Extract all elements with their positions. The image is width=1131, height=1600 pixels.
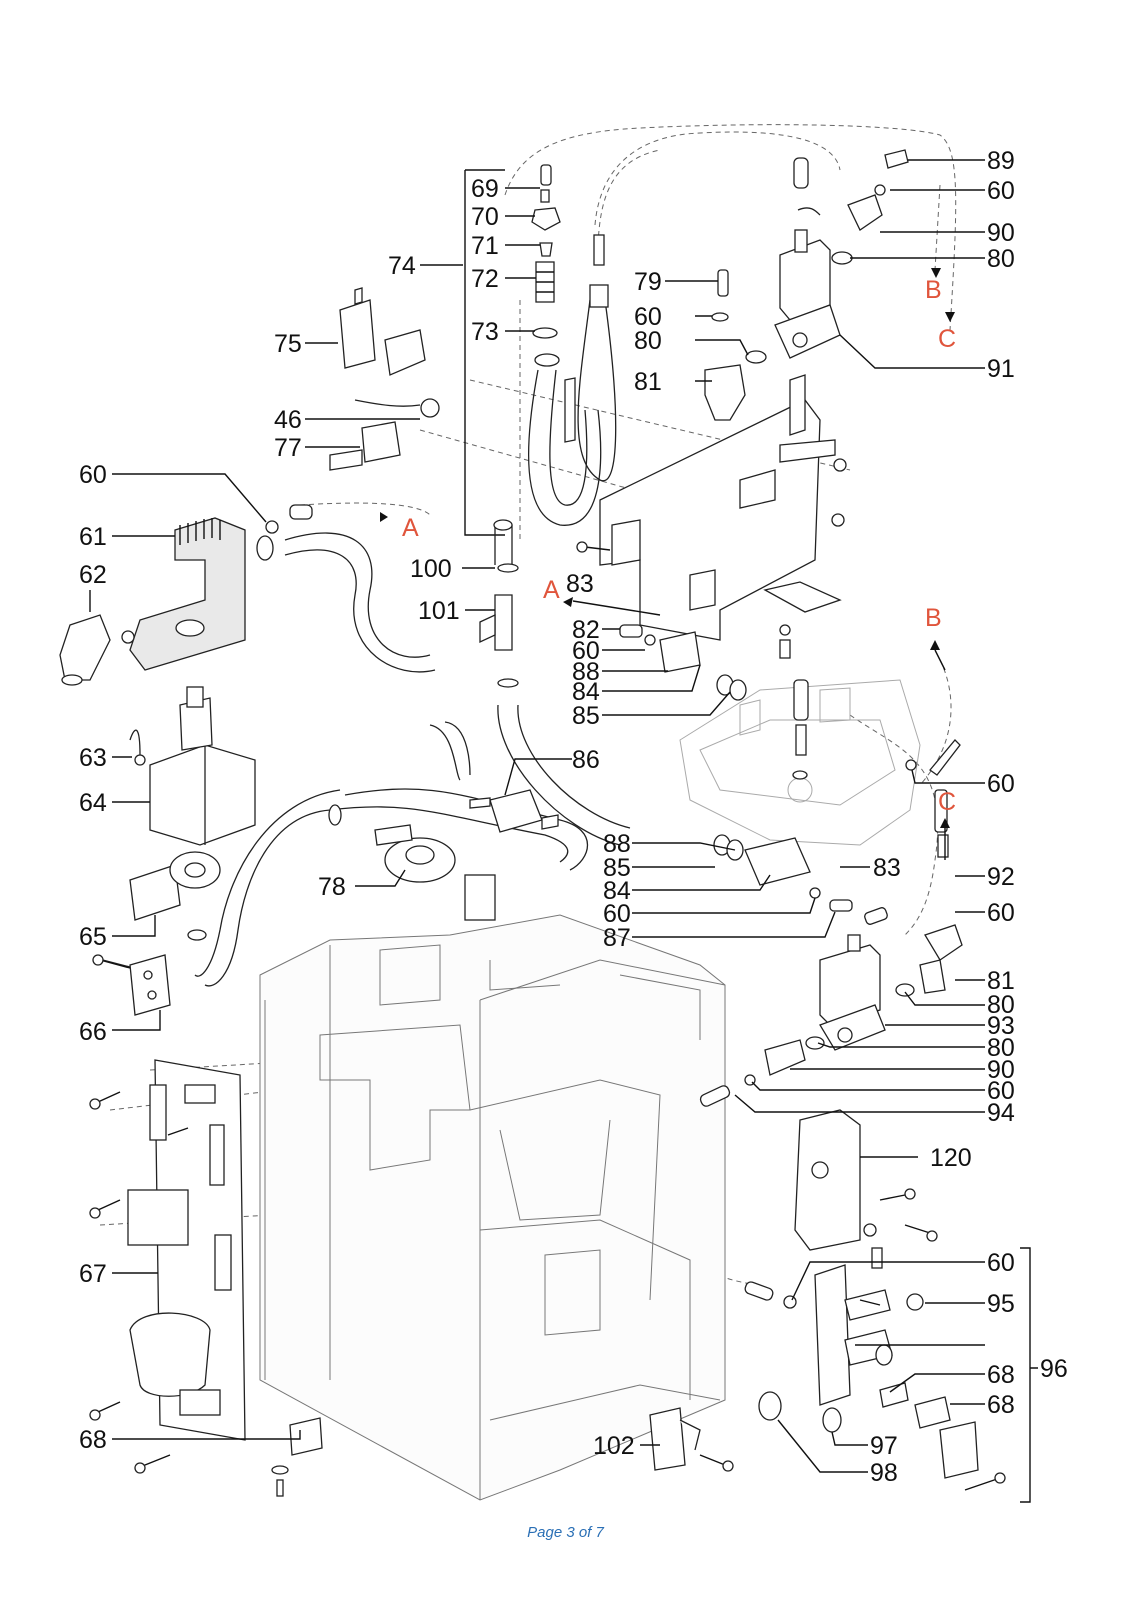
callout-87: 87	[603, 924, 631, 952]
callout-60-bottom: 60	[987, 1249, 1015, 1277]
callout-80-lower-a: 80	[987, 991, 1015, 1019]
callout-60-right-mid: 60	[987, 899, 1015, 927]
upper-small-parts	[329, 269, 767, 471]
leader-lines	[89, 159, 1038, 1503]
mid-connectors	[619, 624, 961, 925]
callout-60-mid-right: 60	[987, 770, 1015, 798]
callout-70: 70	[471, 203, 499, 231]
callout-101: 101	[418, 597, 460, 625]
machine-housing	[259, 914, 726, 1501]
callout-93: 93	[987, 1012, 1015, 1040]
bottom-parts	[271, 874, 701, 1497]
callout-100: 100	[410, 555, 452, 583]
callout-84-lower: 84	[603, 877, 631, 905]
callout-68-right-b: 68	[987, 1391, 1015, 1419]
callout-78: 78	[318, 873, 346, 901]
flowmeter-and-filter	[374, 789, 559, 883]
callout-88-upper: 88	[572, 658, 600, 686]
upper-solenoid-valve	[774, 149, 909, 359]
callout-65: 65	[79, 923, 107, 951]
pump-bracket	[59, 504, 313, 686]
valve-group	[744, 1264, 979, 1479]
callout-81-upper: 81	[634, 368, 662, 396]
callout-120: 120	[930, 1144, 972, 1172]
callout-72: 72	[471, 265, 499, 293]
callout-88-lower: 88	[603, 830, 631, 858]
callout-75: 75	[274, 330, 302, 358]
callout-46: 46	[274, 406, 302, 434]
callout-60-top: 60	[987, 177, 1015, 205]
callout-60-left: 60	[79, 461, 107, 489]
callout-91: 91	[987, 355, 1015, 383]
callout-89: 89	[987, 147, 1015, 175]
callout-84-upper: 84	[572, 678, 600, 706]
callout-80-top: 80	[987, 245, 1015, 273]
callout-83-lower: 83	[873, 854, 901, 882]
callout-63: 63	[79, 744, 107, 772]
callout-79: 79	[634, 268, 662, 296]
ref-mark-c-top: C	[938, 325, 956, 353]
callout-68-left: 68	[79, 1426, 107, 1454]
callout-96: 96	[1040, 1355, 1068, 1383]
callout-102: 102	[593, 1432, 635, 1460]
callout-92: 92	[987, 863, 1015, 891]
callout-60-mid-left: 60	[572, 637, 600, 665]
fitting-stack	[420, 157, 809, 536]
callout-90-lower: 90	[987, 1056, 1015, 1084]
callout-80-lower-b: 80	[987, 1034, 1015, 1062]
ref-mark-b-top: B	[925, 276, 942, 304]
page-footer: Page 3 of 7	[0, 1524, 1131, 1541]
callout-94: 94	[987, 1099, 1015, 1127]
callout-90-top: 90	[987, 219, 1015, 247]
ref-mark-c-mid: C	[938, 788, 956, 816]
page-number-label: Page 3 of 7	[527, 1524, 604, 1541]
callout-60-lower-mid: 60	[603, 900, 631, 928]
reference-arrows	[380, 268, 955, 860]
ref-mark-a-top: A	[402, 514, 419, 542]
callout-80-upper-mid: 80	[634, 327, 662, 355]
callout-60-upper-mid: 60	[634, 303, 662, 331]
callout-71: 71	[471, 232, 499, 260]
callout-81-lower: 81	[987, 967, 1015, 995]
callout-62: 62	[79, 561, 107, 589]
callout-60-lower-right: 60	[987, 1077, 1015, 1105]
brew-block	[679, 581, 921, 846]
callout-67: 67	[79, 1260, 107, 1288]
ref-mark-a-mid: A	[543, 576, 560, 604]
control-board	[127, 1059, 246, 1441]
callout-97: 97	[870, 1432, 898, 1460]
callout-95: 95	[987, 1290, 1015, 1318]
screws	[89, 541, 1006, 1491]
callout-64: 64	[79, 789, 107, 817]
pump-assembly	[94, 686, 256, 1016]
callout-83-upper: 83	[566, 570, 594, 598]
callout-85-lower: 85	[603, 854, 631, 882]
callout-86: 86	[572, 746, 600, 774]
callout-61: 61	[79, 523, 107, 551]
callout-82: 82	[572, 616, 600, 644]
callout-77: 77	[274, 434, 302, 462]
callout-74: 74	[388, 252, 416, 280]
lower-solenoid-valve	[699, 924, 963, 1269]
ref-mark-b-mid: B	[925, 604, 942, 632]
callout-66: 66	[79, 1018, 107, 1046]
callout-98: 98	[870, 1459, 898, 1487]
callout-69: 69	[471, 175, 499, 203]
main-bracket	[599, 374, 847, 641]
heating-element	[527, 234, 617, 526]
callout-73: 73	[471, 318, 499, 346]
callout-85-upper: 85	[572, 702, 600, 730]
callout-68-right-a: 68	[987, 1361, 1015, 1389]
